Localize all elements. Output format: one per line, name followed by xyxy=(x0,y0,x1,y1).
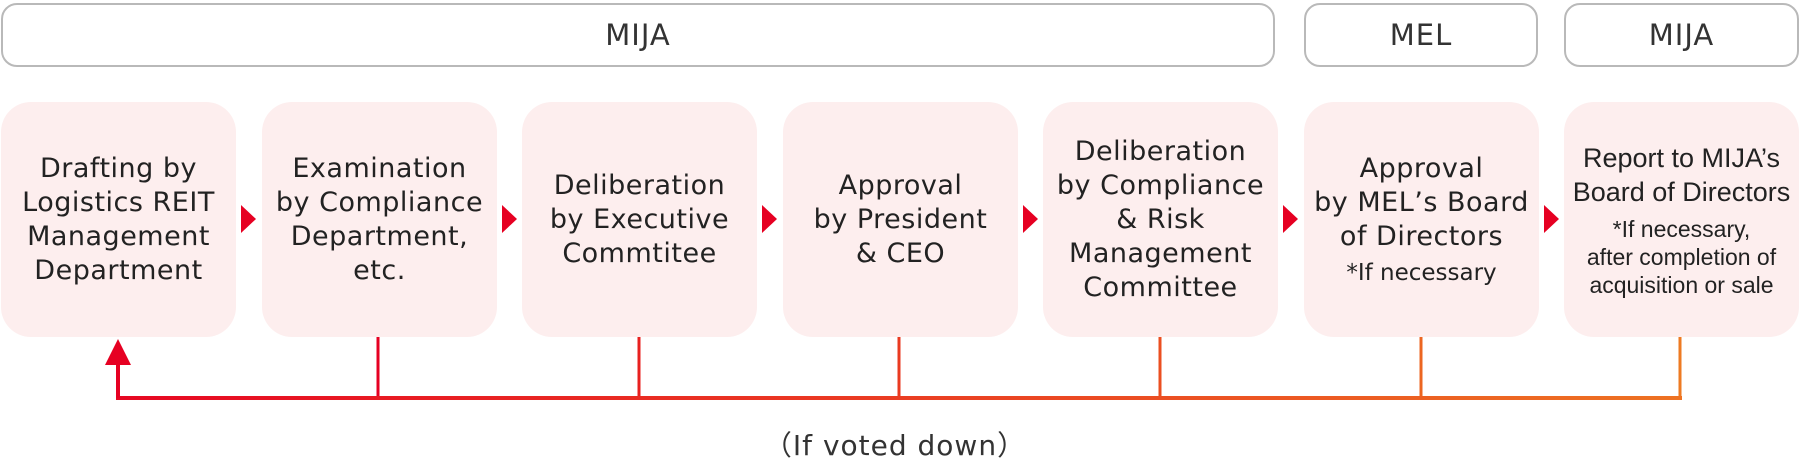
step-mel-board-approval-note: *If necessary xyxy=(1346,259,1497,286)
step-mija-board-report: Report to MIJA’s Board of Directors *If … xyxy=(1564,102,1799,337)
flow-chevron-icon xyxy=(1544,205,1559,233)
step-president-approval: Approval by President & CEO xyxy=(783,102,1018,337)
step-drafting: Drafting by Logistics REIT Management De… xyxy=(1,102,236,337)
step-examination-text: Examination by Compliance Department, et… xyxy=(275,152,484,286)
flow-chevron-icon xyxy=(502,205,517,233)
step-mel-board-approval-text: Approval by MEL’s Board of Directors xyxy=(1314,152,1529,252)
step-mija-board-report-note: *If necessary, after completion of acqui… xyxy=(1586,215,1777,298)
org-header-mija: MIJA xyxy=(1,3,1275,67)
feedback-horizontal-line xyxy=(116,396,1682,400)
feedback-caption: （If voted down） xyxy=(763,429,1027,462)
org-header-mija-report: MIJA xyxy=(1564,3,1799,67)
org-header-mija-label: MIJA xyxy=(605,18,671,52)
flow-chevron-icon xyxy=(762,205,777,233)
step-mel-board-approval: Approval by MEL’s Board of Directors *If… xyxy=(1304,102,1539,337)
org-header-mel: MEL xyxy=(1304,3,1538,67)
step-drafting-text: Drafting by Logistics REIT Management De… xyxy=(22,152,215,286)
arrow-up-icon xyxy=(105,339,131,365)
org-header-mel-label: MEL xyxy=(1389,18,1453,52)
flow-chevron-icon xyxy=(1023,205,1038,233)
flow-chevron-icon xyxy=(1283,205,1298,233)
step-executive-deliberation: Deliberation by Executive Commtitee xyxy=(522,102,757,337)
step-executive-deliberation-text: Deliberation by Executive Commtitee xyxy=(549,169,730,269)
flow-chevron-icon xyxy=(241,205,256,233)
step-mija-board-report-text: Report to MIJA’s Board of Directors xyxy=(1572,142,1791,207)
step-examination: Examination by Compliance Department, et… xyxy=(262,102,497,337)
step-compliance-committee: Deliberation by Compliance & Risk Manage… xyxy=(1043,102,1278,337)
step-compliance-committee-text: Deliberation by Compliance & Risk Manage… xyxy=(1056,135,1265,303)
org-header-mija-report-label: MIJA xyxy=(1648,18,1715,52)
step-president-approval-text: Approval by President & CEO xyxy=(813,169,988,269)
